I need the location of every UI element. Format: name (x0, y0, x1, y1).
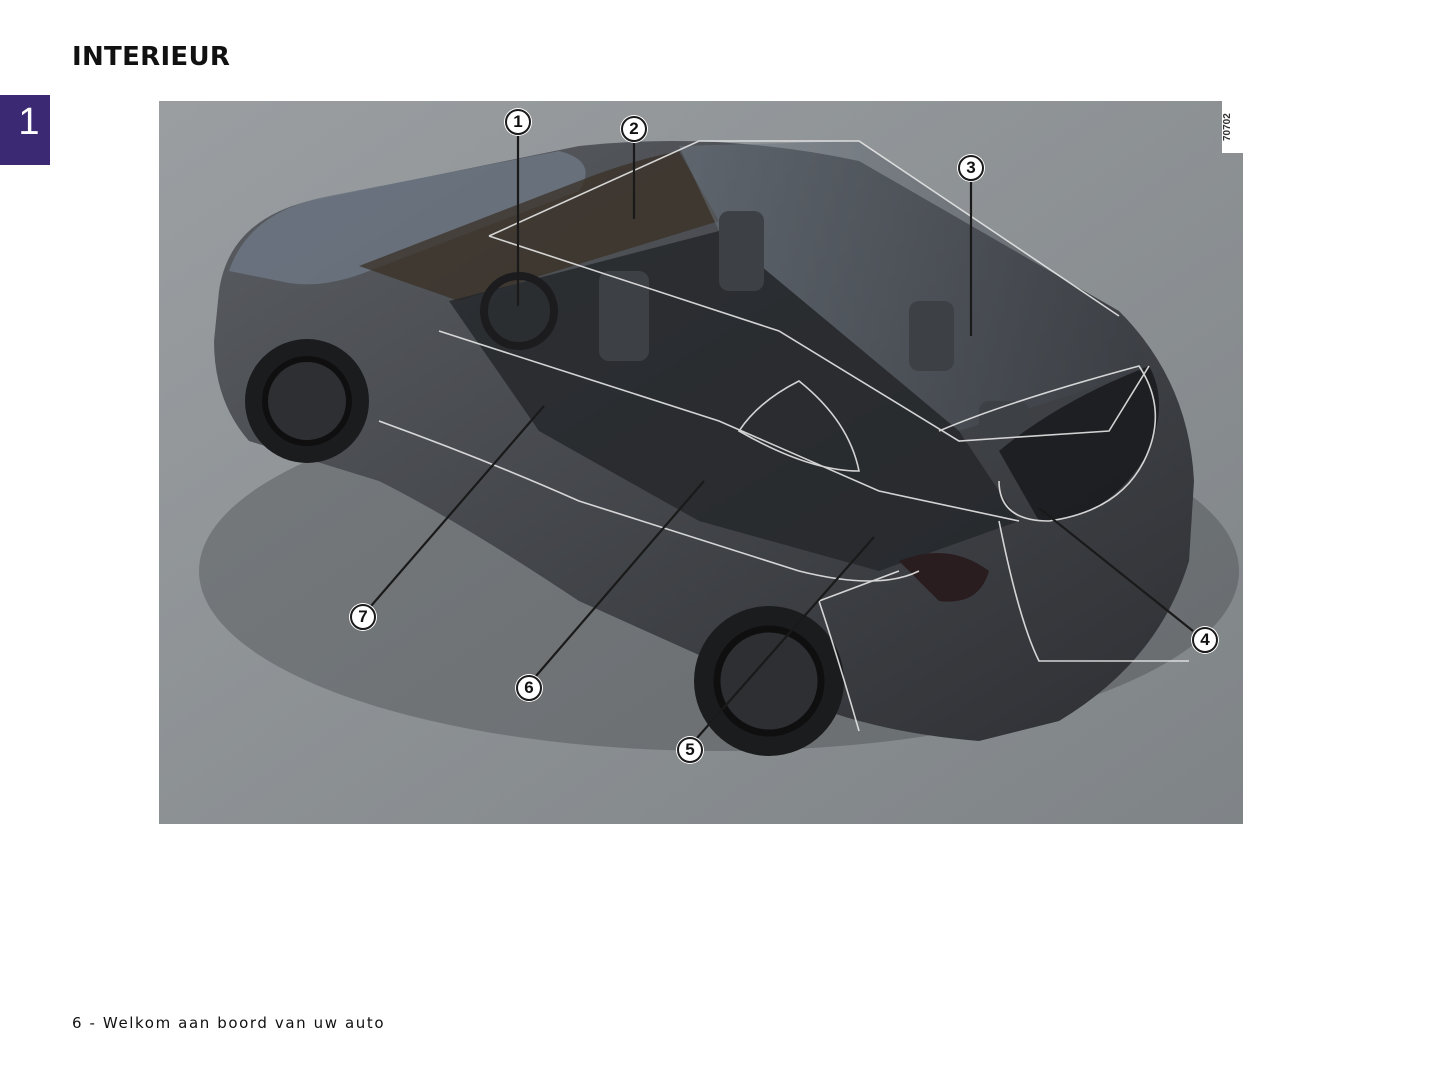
figure-ref-strip (1222, 101, 1243, 153)
front-wheel (245, 339, 369, 463)
callout-5: 5 (677, 737, 703, 763)
interior-figure (159, 101, 1243, 824)
callout-7: 7 (350, 604, 376, 630)
callout-4: 4 (1192, 627, 1218, 653)
callout-6: 6 (516, 675, 542, 701)
callout-2: 2 (621, 116, 647, 142)
figure-reference-code: 70702 (1222, 113, 1233, 141)
rear-wheel (694, 606, 844, 756)
car-illustration (159, 101, 1243, 824)
page-footer: 6 - Welkom aan boord van uw auto (72, 1014, 386, 1032)
chapter-number: 1 (18, 101, 40, 143)
callout-3: 3 (958, 155, 984, 181)
chapter-tab: 1 (0, 95, 50, 165)
callout-1: 1 (505, 109, 531, 135)
page-title: INTERIEUR (72, 42, 231, 72)
